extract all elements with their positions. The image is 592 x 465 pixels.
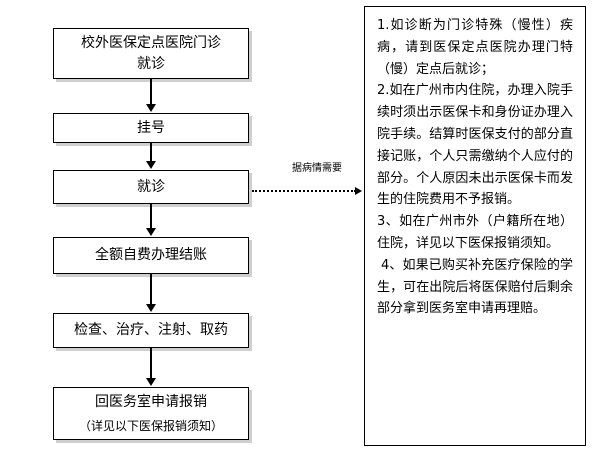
flow-step-self-pay-label: 全额自费办理结账 [95, 247, 207, 263]
arrow-4-shaft [150, 274, 152, 305]
flow-step-treatment-label: 检查、治疗、注射、取药 [74, 322, 228, 338]
flow-step-reimbursement-label: 回医务室申请报销 [95, 394, 207, 410]
connector-arrow-head [355, 187, 362, 195]
arrow-2-shaft [150, 143, 152, 162]
flow-step-reimbursement: 回医务室申请报销 （详见以下医保报销须知） [53, 387, 249, 440]
flow-step-consult-label: 就诊 [137, 178, 165, 195]
reimbursement-notes-box: 1.如诊断为门诊特殊（慢性）疾病，请到医保定点医院办理门特（慢）定点后就诊； 2… [364, 6, 586, 446]
flow-step-self-pay: 全额自费办理结账 [53, 237, 249, 274]
flow-step-outpatient-visit-line1: 校外医保定点医院门诊 [81, 34, 221, 51]
flow-step-consult: 就诊 [53, 170, 249, 204]
arrow-3-head [146, 228, 156, 236]
arrow-2-head [146, 161, 156, 169]
note-paragraph-4: 4、如果已购买补充医疗保险的学生，可在出院后将医保赔付后剩余部分拿到医务室申请再… [377, 257, 573, 317]
arrow-4-head [146, 304, 156, 312]
connector-label: 据病情需要 [292, 163, 342, 174]
connector-dotted-line [252, 190, 356, 192]
flow-step-register-label: 挂号 [137, 119, 165, 136]
arrow-5-head [146, 378, 156, 386]
arrow-1-head [146, 104, 156, 112]
note-paragraph-2: 2.如在广州市内住院，办理入院手续时须出示医保卡和身份证办理入院手续。结算时医保… [377, 83, 573, 208]
flow-step-register: 挂号 [53, 113, 249, 143]
flow-step-reimbursement-sub: （详见以下医保报销须知） [78, 419, 223, 433]
note-paragraph-3: 3、如在广州市外（户籍所在地）住院，详见以下医保报销须知。 [377, 214, 573, 251]
arrow-5-shaft [150, 348, 152, 379]
note-paragraph-1: 1.如诊断为门诊特殊（慢性）疾病，请到医保定点医院办理门特（慢）定点后就诊； [377, 18, 573, 77]
flow-step-outpatient-visit: 校外医保定点医院门诊 就诊 [53, 28, 249, 79]
arrow-3-shaft [150, 204, 152, 229]
arrow-1-shaft [150, 79, 152, 105]
flow-step-outpatient-visit-line2: 就诊 [137, 55, 165, 72]
flow-step-treatment: 检查、治疗、注射、取药 [53, 313, 249, 348]
